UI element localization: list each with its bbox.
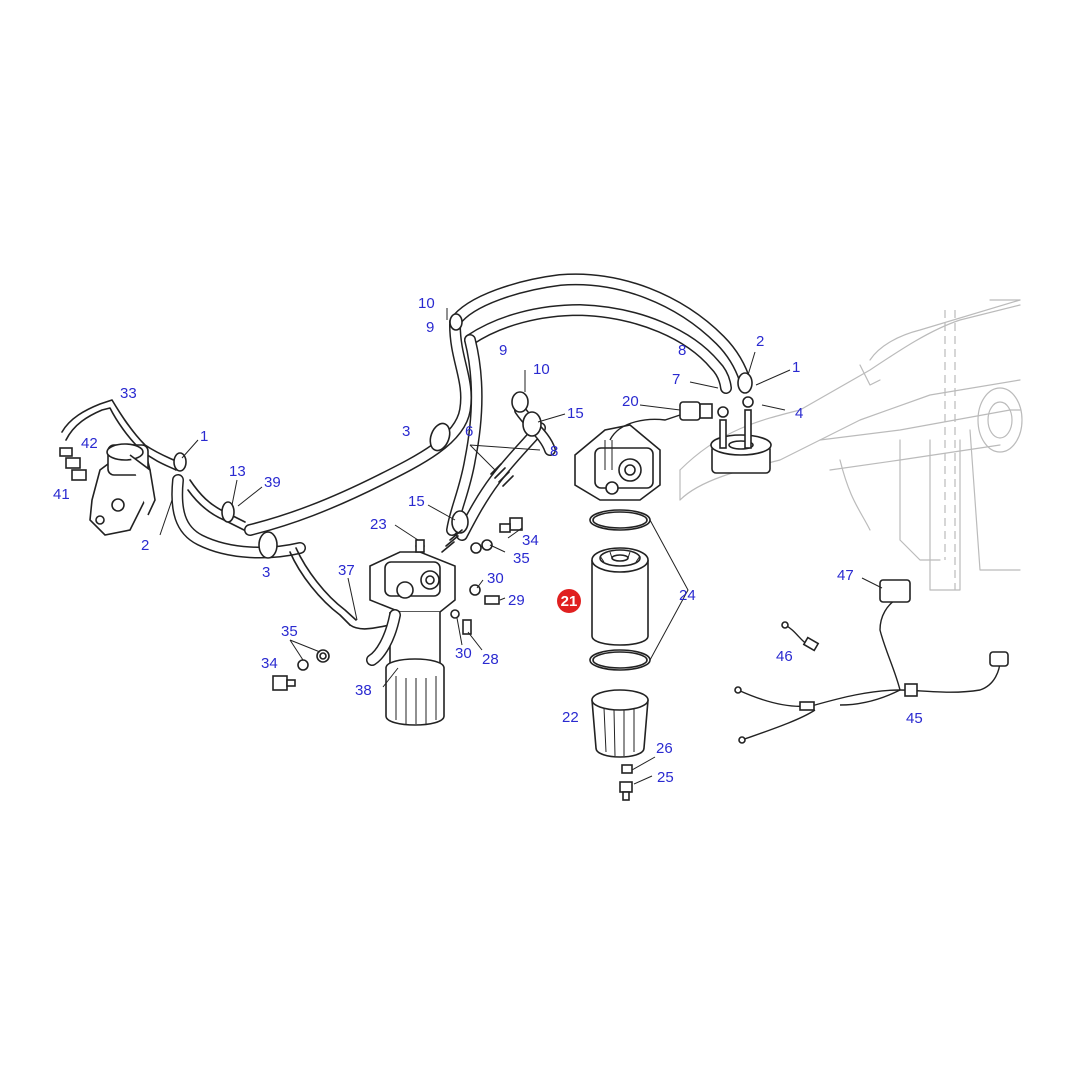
- seal-ring-24-top: [589, 509, 651, 531]
- hose-3-upper: [244, 319, 472, 536]
- sensor-20: [609, 401, 713, 441]
- callout-13: 13: [229, 463, 246, 480]
- filter-head-left: [369, 539, 456, 613]
- filter-head-right: [574, 424, 661, 501]
- drain-plug-25-26: [619, 764, 633, 801]
- callout-15: 15: [567, 405, 584, 422]
- filter-canister-left: [385, 612, 445, 726]
- callout-9: 9: [499, 342, 507, 359]
- callout-20: 20: [622, 393, 639, 410]
- callout-47: 47: [837, 567, 854, 584]
- callout-45: 45: [906, 710, 923, 727]
- callout-28: 28: [482, 651, 499, 668]
- callout-35: 35: [281, 623, 298, 640]
- pipe-33: [61, 399, 246, 531]
- callout-2: 2: [141, 537, 149, 554]
- seal-ring-24-bottom: [589, 649, 651, 671]
- callout-39: 39: [264, 474, 281, 491]
- callout-42: 42: [81, 435, 98, 452]
- callout-38: 38: [355, 682, 372, 699]
- tank-fitting-assembly: [710, 396, 772, 474]
- hardware-28-30-34-35: [450, 517, 523, 635]
- chassis-frame-ghost: [679, 299, 1023, 591]
- callout-24: 24: [679, 587, 696, 604]
- callout-8: 8: [678, 342, 686, 359]
- callout-30: 30: [455, 645, 472, 662]
- callout-21: 21: [561, 593, 578, 610]
- callout-25: 25: [657, 769, 674, 786]
- filter-cartridge-21: [591, 547, 649, 646]
- wiring-harness-45: [734, 579, 1009, 744]
- water-bowl-22: [591, 689, 649, 758]
- callout-6: 6: [465, 423, 473, 440]
- callout-37: 37: [338, 562, 355, 579]
- callout-30: 30: [487, 570, 504, 587]
- callout-10: 10: [533, 361, 550, 378]
- pipe-38: [366, 609, 401, 666]
- callout-41: 41: [53, 486, 70, 503]
- callout-4: 4: [795, 405, 803, 422]
- callout-33: 33: [120, 385, 137, 402]
- callout-1: 1: [200, 428, 208, 445]
- callout-23: 23: [370, 516, 387, 533]
- callout-10: 10: [418, 295, 435, 312]
- sensor-46: [781, 621, 820, 652]
- callout-15: 15: [408, 493, 425, 510]
- callout-46: 46: [776, 648, 793, 665]
- leader-24: [649, 519, 689, 661]
- hardware-34-35-left: [272, 649, 330, 691]
- callout-3: 3: [262, 564, 270, 581]
- callout-9: 9: [426, 319, 434, 336]
- callout-7: 7: [672, 371, 680, 388]
- callout-8: 8: [550, 443, 558, 460]
- hose-6: [446, 334, 483, 536]
- lift-pump: [59, 443, 156, 536]
- hose-clamps: [173, 313, 753, 559]
- callout-35: 35: [513, 550, 530, 567]
- callout-2: 2: [756, 333, 764, 350]
- corrugated-sleeve: [441, 463, 514, 553]
- highlight-badge-21: 21: [557, 589, 581, 613]
- leader-lines: [159, 308, 883, 785]
- hose-8-pair: [449, 273, 752, 394]
- callout-26: 26: [656, 740, 673, 757]
- callout-3: 3: [402, 423, 410, 440]
- callout-labels: 10 9 9 10 8 2 1 7 4 20 15 3 6 8 33 1 42 …: [53, 295, 923, 786]
- callout-34: 34: [522, 532, 539, 549]
- callout-34: 34: [261, 655, 278, 672]
- callout-1: 1: [792, 359, 800, 376]
- callout-29: 29: [508, 592, 525, 609]
- callout-22: 22: [562, 709, 579, 726]
